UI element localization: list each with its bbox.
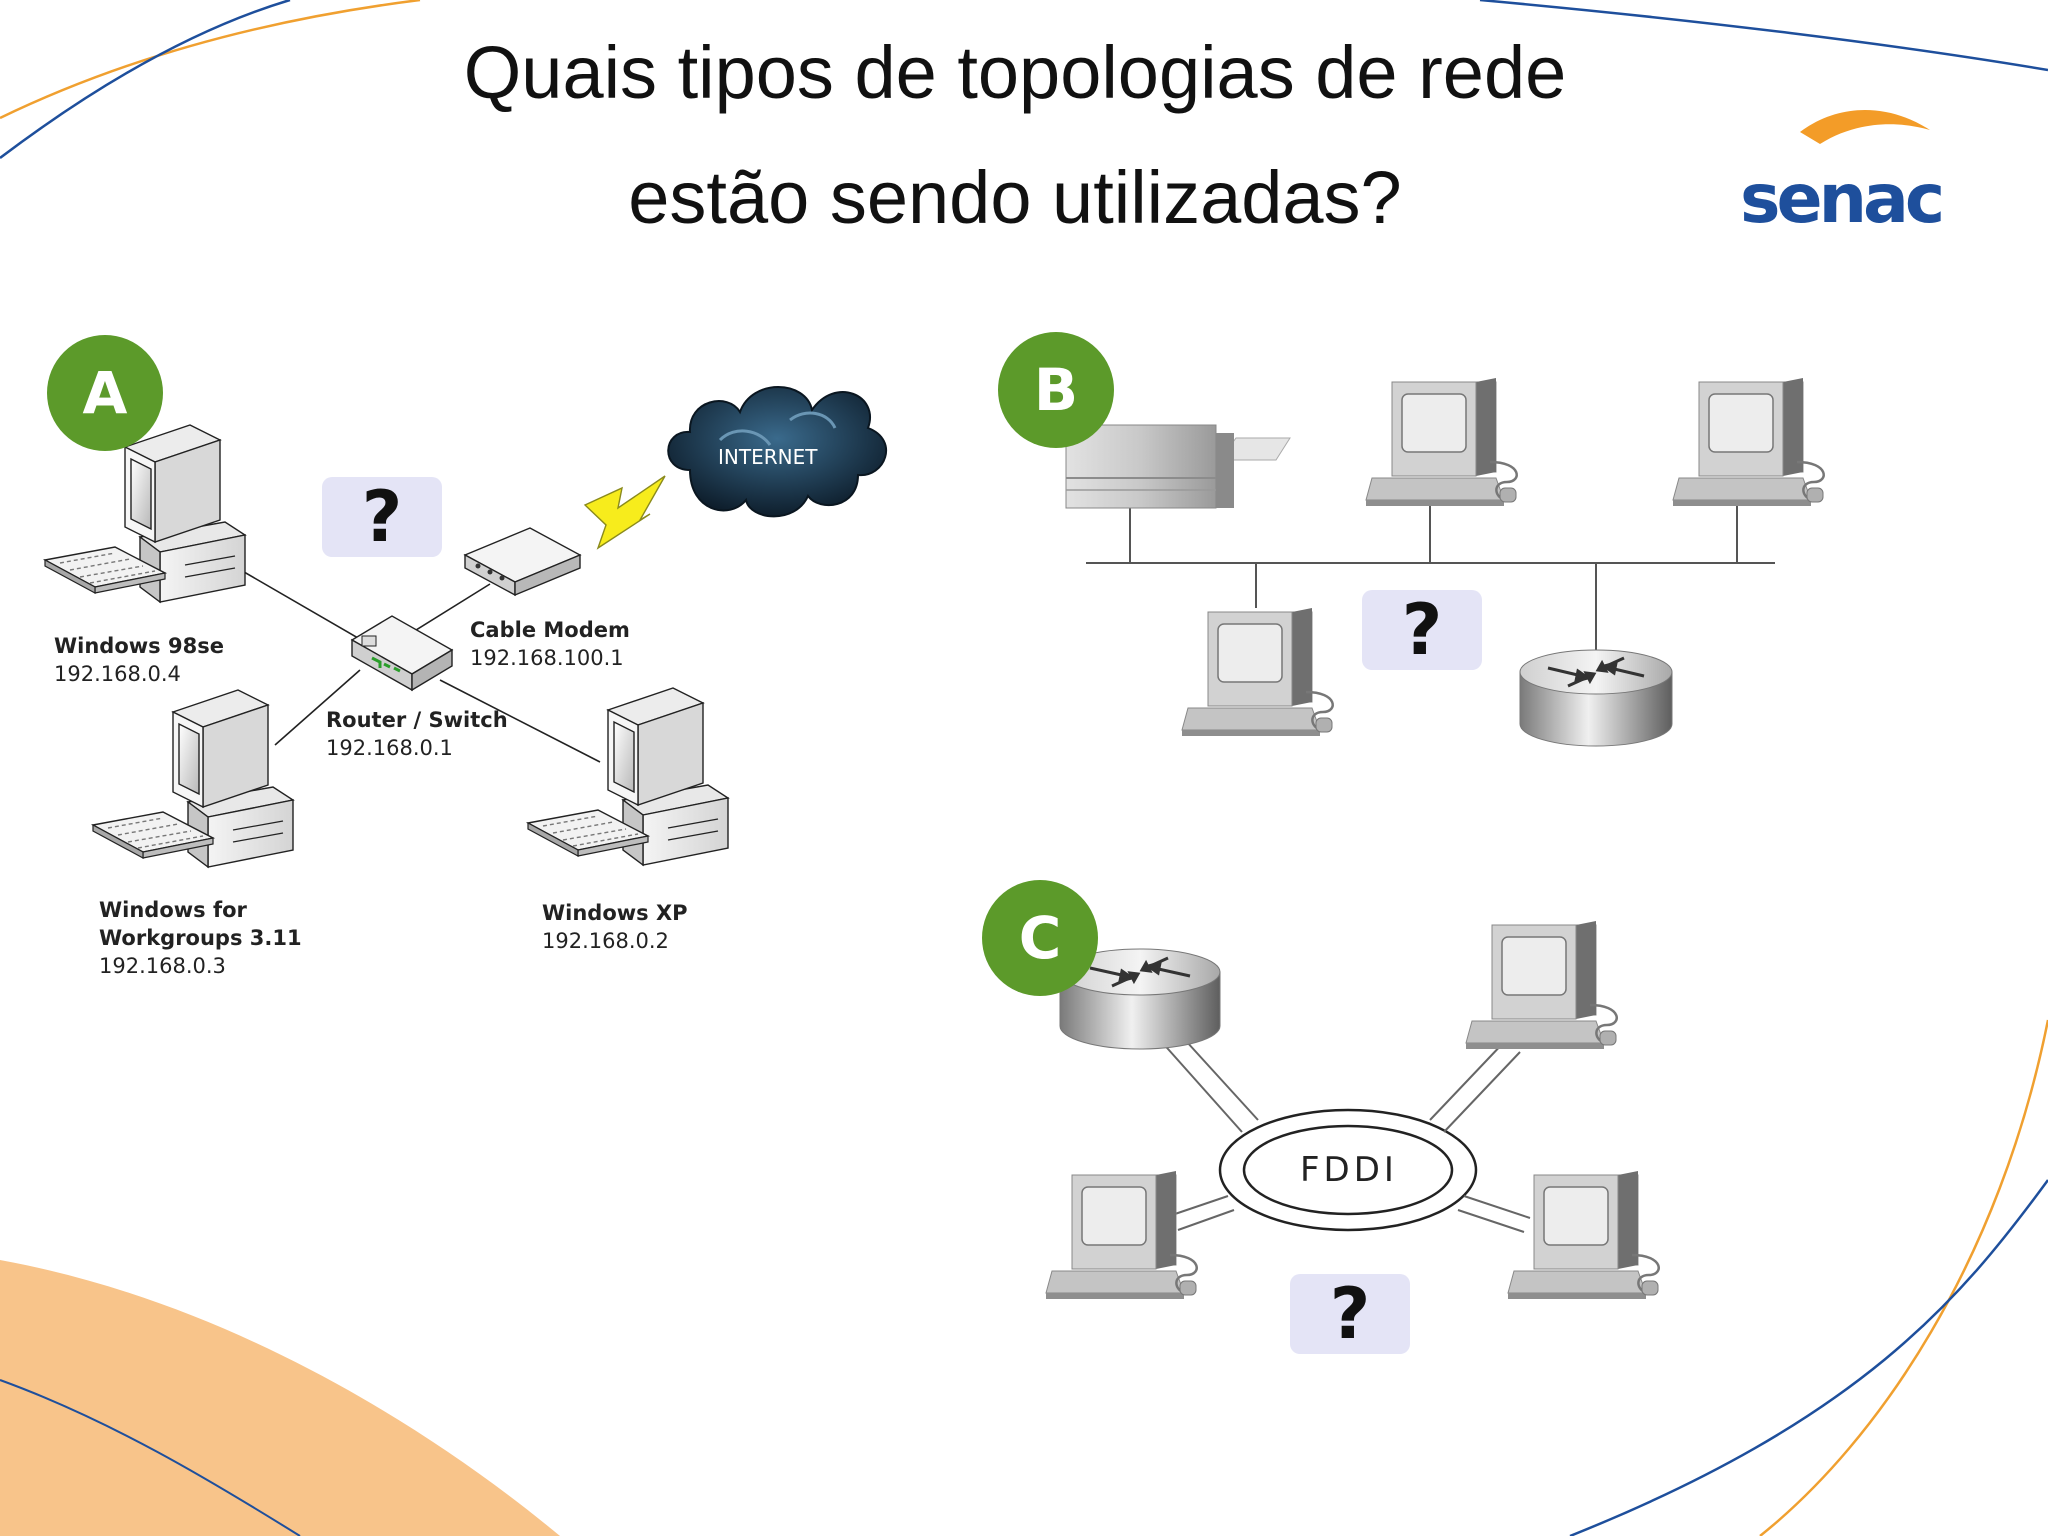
windows-for-workgroups-computer-icon — [90, 689, 295, 869]
diagram-a-links — [231, 564, 601, 763]
badge-c: C — [982, 880, 1098, 996]
windows98-name: Windows 98se — [54, 634, 224, 658]
printer-icon — [1065, 424, 1291, 509]
bottom-left-orange-corner — [0, 1260, 560, 1536]
wfw-name-line-2: Workgroups 3.11 — [99, 926, 302, 950]
router-b-icon — [1519, 649, 1673, 747]
question-box-b: ? — [1362, 590, 1482, 670]
windows98-label: Windows 98se 192.168.0.4 — [54, 632, 224, 688]
workstation-2-icon — [1672, 378, 1825, 506]
router-c-icon — [1059, 948, 1221, 1050]
top-right-blue-swoosh — [1479, 0, 2048, 72]
logo-swoosh — [1800, 110, 1930, 144]
fddi-ring-label: FDDI — [1300, 1150, 1398, 1190]
workstation-bottom-left-icon — [1045, 1171, 1198, 1299]
question-box-a: ? — [322, 477, 442, 557]
bottom-right-blue-swoosh — [1569, 1179, 2048, 1536]
windows-xp-computer-icon — [525, 687, 730, 867]
link-router-winxp — [439, 679, 601, 763]
router-switch-label: Router / Switch 192.168.0.1 — [326, 706, 508, 762]
link-ws-bottom-left-ring — [1171, 1195, 1235, 1231]
windows98-ip: 192.168.0.4 — [54, 662, 181, 686]
senac-logo: senac — [1740, 110, 1945, 239]
bottom-left-blue-swoosh — [0, 1379, 301, 1536]
badge-b: B — [998, 332, 1114, 448]
title-line-2: estão sendo utilizadas? — [628, 156, 1402, 239]
top-left-orange-swoosh — [0, 0, 421, 120]
router-switch-name: Router / Switch — [326, 708, 508, 732]
cable-modem-ip: 192.168.100.1 — [470, 646, 624, 670]
internet-cloud-icon — [667, 386, 887, 518]
logo-text: senac — [1740, 160, 1941, 239]
workstation-3-icon — [1181, 608, 1334, 736]
link-ws-top-right-ring — [1429, 1039, 1521, 1133]
cable-modem-icon — [463, 527, 582, 597]
windows98-computer-icon — [42, 424, 247, 604]
diagram-b-bus — [1086, 505, 1775, 650]
fddi-links — [1159, 1029, 1531, 1233]
fddi-ring — [1218, 1108, 1478, 1232]
router-switch-icon — [350, 615, 454, 692]
windows-for-workgroups-label: Windows for Workgroups 3.11 192.168.0.3 — [99, 896, 302, 980]
link-router-wfw — [274, 669, 361, 746]
workstation-top-right-icon — [1465, 921, 1618, 1049]
link-win98-router — [231, 564, 359, 639]
wfw-name-line-1: Windows for — [99, 898, 247, 922]
cable-modem-name: Cable Modem — [470, 618, 630, 642]
top-left-blue-swoosh — [0, 0, 291, 159]
link-router-ring — [1159, 1029, 1259, 1133]
title-line-1: Quais tipos de topologias de rede — [463, 31, 1567, 114]
lightning-bolt-icon — [583, 475, 666, 550]
slide-title: Quais tipos de topologias de rede estão … — [300, 10, 1730, 260]
windows-xp-label: Windows XP 192.168.0.2 — [542, 899, 688, 955]
bottom-right-orange-swoosh — [1759, 1019, 2048, 1536]
cable-modem-label: Cable Modem 192.168.100.1 — [470, 616, 630, 672]
link-ws-bottom-right-ring — [1457, 1195, 1531, 1233]
internet-cloud-label: INTERNET — [718, 445, 818, 469]
workstation-1-icon — [1365, 378, 1518, 506]
badge-a: A — [47, 335, 163, 451]
question-box-c: ? — [1290, 1274, 1410, 1354]
windows-xp-name: Windows XP — [542, 901, 688, 925]
wfw-ip: 192.168.0.3 — [99, 954, 226, 978]
windows-xp-ip: 192.168.0.2 — [542, 929, 669, 953]
router-switch-ip: 192.168.0.1 — [326, 736, 453, 760]
workstation-bottom-right-icon — [1507, 1171, 1660, 1299]
